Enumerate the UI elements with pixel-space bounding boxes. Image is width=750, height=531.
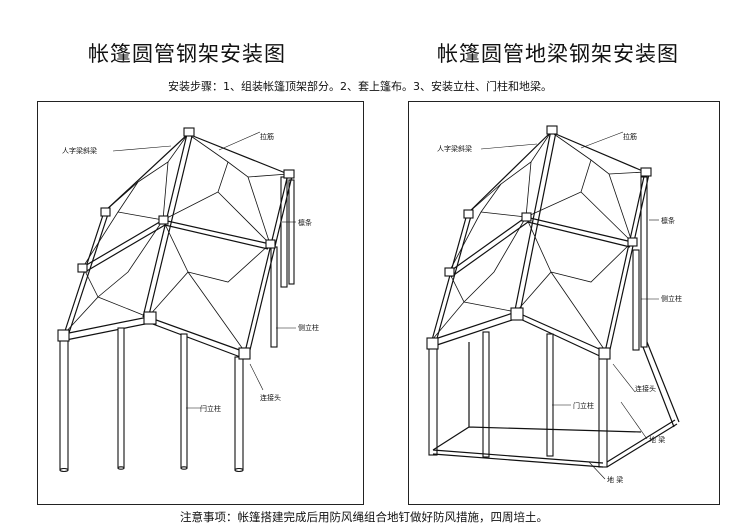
label-ground-beam-front: 地 梁 <box>607 475 623 484</box>
right-diagram-panel: 人字梁斜梁 拉筋 檩条 侧立柱 连接头 门立柱 地 梁 地 梁 <box>408 101 720 505</box>
right-diagram-title: 帐篷圆管地梁钢架安装图 <box>437 42 679 66</box>
label-connector: 连接头 <box>635 384 656 393</box>
label-door-post: 门立柱 <box>200 404 221 413</box>
leader-lines <box>480 131 659 480</box>
label-purlin: 檩条 <box>298 218 312 227</box>
tent-frame-ground-beam-drawing: 人字梁斜梁 拉筋 檩条 侧立柱 连接头 门立柱 地 梁 地 梁 <box>426 125 682 484</box>
installation-steps: 安装步骤：1、组装帐篷顶架部分。2、套上篷布。3、安装立柱、门柱和地梁。 <box>168 80 552 93</box>
eave-purlin-left <box>431 213 472 343</box>
front-posts <box>59 327 244 473</box>
label-tie-rope: 拉筋 <box>260 132 274 141</box>
label-connector: 连接头 <box>260 393 281 402</box>
safety-note: 注意事项：帐篷搭建完成后用防风绳组合地钉做好防风措施，四周培土。 <box>180 510 548 524</box>
left-diagram-title: 帐篷圆管钢架安装图 <box>88 42 286 66</box>
rear-gable <box>103 133 289 213</box>
rear-gable <box>466 131 646 215</box>
tent-frame-drawing: 人字梁斜梁 拉筋 檩条 侧立柱 连接头 门立柱 <box>57 127 319 473</box>
front-posts <box>428 331 608 468</box>
label-rafter: 人字梁斜梁 <box>62 146 97 155</box>
eave-purlin-left <box>63 211 109 337</box>
label-door-post: 门立柱 <box>573 401 594 410</box>
back-posts <box>270 176 295 348</box>
label-purlin: 檩条 <box>661 216 675 225</box>
eave-purlin-right <box>244 173 293 355</box>
connector-joints <box>426 125 652 360</box>
leader-lines <box>112 131 296 409</box>
label-side-post: 侧立柱 <box>298 323 319 332</box>
label-ground-beam-right: 地 梁 <box>649 435 665 444</box>
eave-purlin-right <box>604 171 650 355</box>
label-tie-rope: 拉筋 <box>623 132 637 141</box>
tie-ropes <box>63 133 289 353</box>
left-diagram-panel: 人字梁斜梁 拉筋 檩条 侧立柱 连接头 门立柱 <box>37 101 364 505</box>
tie-ropes <box>431 131 646 353</box>
label-side-post: 侧立柱 <box>661 294 682 303</box>
label-rafter: 人字梁斜梁 <box>437 144 472 153</box>
connector-joints <box>57 127 295 360</box>
mid-rafter <box>448 216 633 278</box>
ground-beams <box>432 342 678 468</box>
